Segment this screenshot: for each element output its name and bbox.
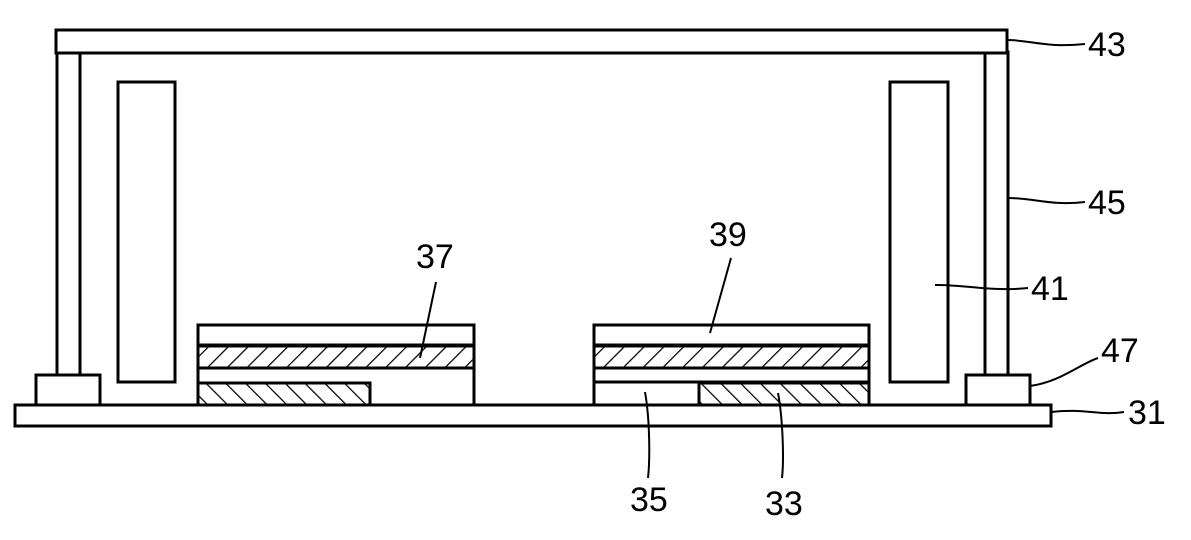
sealant-right-47	[966, 375, 1030, 405]
substrate-31	[15, 405, 1051, 426]
label-45: 45	[1088, 184, 1126, 222]
label-37: 37	[416, 238, 454, 276]
leader-47	[1030, 358, 1098, 386]
label-47: 47	[1101, 332, 1139, 370]
label-31: 31	[1128, 394, 1166, 432]
label-35: 35	[630, 481, 668, 519]
right-hatched-layer	[594, 346, 869, 368]
sealant-left	[36, 375, 100, 405]
side-wall-left	[57, 52, 80, 375]
label-39: 39	[709, 216, 747, 254]
right-electrode-33	[699, 383, 869, 405]
spacer-right-41	[890, 82, 948, 382]
top-cover-43	[56, 30, 1007, 53]
label-33: 33	[765, 485, 803, 523]
leader-39	[710, 258, 731, 333]
label-43: 43	[1088, 26, 1126, 64]
spacer-left	[118, 82, 175, 382]
side-wall-right-45	[985, 52, 1008, 375]
left-hatched-layer-37	[198, 346, 474, 368]
leader-31	[1051, 411, 1124, 413]
label-41: 41	[1031, 270, 1069, 308]
left-electrode	[198, 383, 370, 405]
leader-45	[1008, 198, 1085, 203]
leader-43	[1007, 40, 1085, 45]
